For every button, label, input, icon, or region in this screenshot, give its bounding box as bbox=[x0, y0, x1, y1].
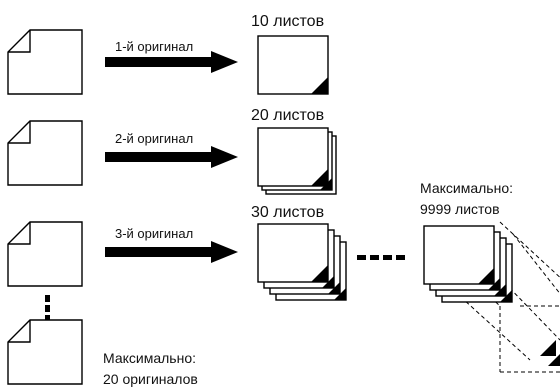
continuation-dashes bbox=[357, 255, 405, 260]
max-originals-label-line2: 20 оригиналов bbox=[103, 371, 198, 387]
count-label-1: 10 листов bbox=[251, 13, 324, 30]
vertical-ellipsis bbox=[45, 295, 50, 322]
arrow-3 bbox=[105, 241, 238, 263]
original-1-icon bbox=[7, 29, 83, 95]
original-3-icon bbox=[7, 221, 83, 287]
arrow-1 bbox=[105, 51, 238, 73]
arrow-1-label: 1-й оригинал bbox=[115, 39, 193, 54]
max-copies-stack-icon bbox=[423, 221, 560, 373]
copy-stack-1-icon bbox=[257, 35, 329, 95]
arrow-2-label: 2-й оригинал bbox=[115, 131, 193, 146]
original-last-icon bbox=[7, 319, 83, 385]
max-copies-label-line2: 9999 листов bbox=[420, 201, 500, 217]
count-label-3: 30 листов bbox=[251, 204, 324, 221]
max-originals-label-line1: Максимально: bbox=[103, 350, 196, 366]
max-copies-label-line1: Максимально: bbox=[420, 180, 513, 196]
copy-stack-2-icon bbox=[257, 127, 337, 195]
copy-stack-3-icon bbox=[257, 223, 347, 301]
count-label-2: 20 листов bbox=[251, 107, 324, 124]
original-2-icon bbox=[7, 120, 83, 186]
arrow-2 bbox=[105, 146, 238, 168]
arrow-3-label: 3-й оригинал bbox=[115, 226, 193, 241]
